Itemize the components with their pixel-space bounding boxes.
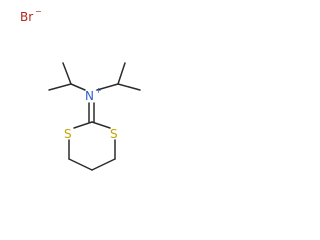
bond-left-methyl-left <box>48 83 72 91</box>
nitrogen-atom-label: N <box>85 89 94 103</box>
bond-lines <box>48 62 141 171</box>
bromide-charge-label: − <box>35 7 42 16</box>
nitrogen-charge-label: + <box>95 86 102 95</box>
structure-diagram: Br − N + S S <box>20 7 141 171</box>
bond-ch2-ch2-right <box>91 158 116 171</box>
bond-n-isopropyl-left <box>70 83 86 91</box>
bond-right-methyl-up <box>117 62 126 85</box>
bond-c-s-left <box>73 121 93 129</box>
sulfur-atom-right-label: S <box>110 127 118 141</box>
bond-left-methyl-up <box>62 62 72 85</box>
bond-right-methyl-right <box>117 83 141 91</box>
bond-ch2-ch2-left <box>68 158 93 171</box>
sulfur-atom-left-label: S <box>64 127 72 141</box>
bond-n-isopropyl-right <box>96 83 119 91</box>
bromide-ion-label: Br <box>20 10 33 24</box>
bond-c-s-right <box>91 121 111 129</box>
